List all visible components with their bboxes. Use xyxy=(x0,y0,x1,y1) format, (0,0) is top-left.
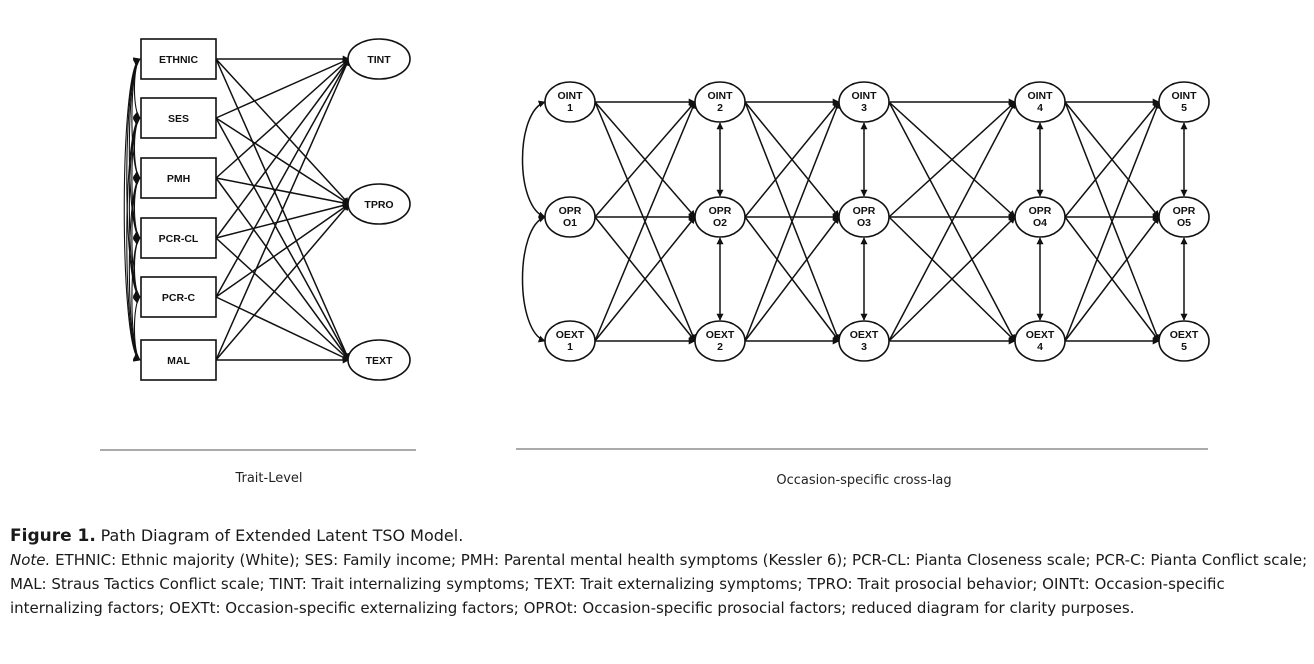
lag-oext-1-to-oint-2 xyxy=(594,101,696,342)
note-text: ETHNIC: Ethnic majority (White); SES: Fa… xyxy=(10,551,1308,617)
occasion-ellipse-opr-o5 xyxy=(1158,196,1210,238)
figure-title: Path Diagram of Extended Latent TSO Mode… xyxy=(100,526,464,545)
observed-label-ses: SES xyxy=(168,113,189,125)
latent-label-tpro: TPRO xyxy=(364,199,393,211)
path-mal-to-tpro xyxy=(215,203,350,361)
latent-label-tint: TINT xyxy=(367,54,391,66)
observed-label-pcr-c: PCR-C xyxy=(162,292,196,304)
path-ses-to-tpro xyxy=(215,117,350,205)
path-pmh-to-text xyxy=(215,177,350,361)
figure-caption: Figure 1. Path Diagram of Extended Laten… xyxy=(10,524,1310,620)
lag-opr-o2-to-oint-3 xyxy=(744,101,840,218)
occasion-ellipse-opr-o1 xyxy=(544,196,596,238)
observed-box-pcr-c xyxy=(140,276,217,318)
lag-oext-4-to-opr-o5 xyxy=(1064,216,1160,342)
correlation-pcr-c-mal xyxy=(132,296,141,361)
lag-oext-2-to-oint-3 xyxy=(744,101,840,342)
occasion-ellipse-oint-1 xyxy=(544,81,596,123)
lag-opr-o3-to-oint-4 xyxy=(888,101,1016,218)
path-pcr-c-to-tint xyxy=(215,58,350,298)
lag-oext-3-to-oint-4 xyxy=(888,101,1016,342)
observed-label-ethnic: ETHNIC xyxy=(159,54,199,66)
lag-oext-3-to-opr-o4 xyxy=(888,216,1016,342)
occasion-label: Occasion-specific cross-lag xyxy=(776,473,951,488)
observed-box-ethnic xyxy=(140,38,217,80)
trait-nodes: ETHNIC SES PMH PCR-CL PCR-C MAL TINT TPRO TEXT xyxy=(140,38,411,381)
figure-note: Note. ETHNIC: Ethnic majority (White); S… xyxy=(10,548,1310,620)
path-ses-to-text xyxy=(215,117,350,361)
path-pmh-to-tint xyxy=(215,58,350,179)
latent-label-text: TEXT xyxy=(366,355,393,367)
observed-label-mal: MAL xyxy=(167,355,190,367)
path-mal-to-tint xyxy=(215,58,350,361)
path-pmh-to-tpro xyxy=(215,177,350,207)
occasion-ellipse-oint-3 xyxy=(838,81,890,123)
observed-box-ses xyxy=(140,97,217,139)
lag-oext-4-to-oint-5 xyxy=(1064,101,1160,342)
latent-ellipse-text xyxy=(347,339,411,381)
path-pcr-cl-to-tpro xyxy=(215,202,350,239)
occasion-ellipse-opr-o4 xyxy=(1014,196,1066,238)
trait-level-panel: ETHNIC SES PMH PCR-CL PCR-C MAL TINT TPRO TEXT T… xyxy=(100,38,416,486)
path-pcr-cl-to-text xyxy=(215,237,350,361)
occasion-ellipse-oint-2 xyxy=(694,81,746,123)
lag-oext-2-to-opr-o3 xyxy=(744,216,840,342)
lag-opr-o4-to-oint-5 xyxy=(1064,101,1160,218)
latent-ellipse-tpro xyxy=(347,183,411,225)
path-pcr-c-to-text xyxy=(215,296,350,361)
note-label: Note. xyxy=(10,551,51,569)
covariance-opr-o1-oext-1 xyxy=(521,215,546,343)
occasion-ellipse-oext-3 xyxy=(838,320,890,362)
occasion-ellipse-opr-o3 xyxy=(838,196,890,238)
path-ses-to-tint xyxy=(215,58,350,119)
trait-paths xyxy=(215,55,350,364)
observed-box-pmh xyxy=(140,157,217,199)
lag-opr-o1-to-oint-2 xyxy=(594,101,696,218)
occasion-ellipse-oext-1 xyxy=(544,320,596,362)
path-pcr-cl-to-tint xyxy=(215,58,350,239)
observed-label-pcr-cl: PCR-CL xyxy=(159,233,199,245)
occasion-ellipse-oext-2 xyxy=(694,320,746,362)
figure-title-line: Figure 1. Path Diagram of Extended Laten… xyxy=(10,524,1310,548)
occasion-ellipse-oext-5 xyxy=(1158,320,1210,362)
path-pcr-c-to-tpro xyxy=(215,203,350,298)
observed-box-pcr-cl xyxy=(140,217,217,259)
latent-ellipse-tint xyxy=(347,38,411,80)
trait-correlations xyxy=(123,57,141,362)
observed-box-mal xyxy=(140,339,217,381)
occasion-ellipse-oint-4 xyxy=(1014,81,1066,123)
covariance-oint-1-opr-o1 xyxy=(521,100,546,219)
occasion-ellipse-oext-4 xyxy=(1014,320,1066,362)
lag-oext-1-to-opr-o2 xyxy=(594,216,696,342)
trait-level-label: Trait-Level xyxy=(234,471,302,486)
path-ethnic-to-tpro xyxy=(215,58,350,205)
occasion-paths xyxy=(521,98,1188,345)
occasion-ellipse-opr-o2 xyxy=(694,196,746,238)
occasion-ellipse-oint-5 xyxy=(1158,81,1210,123)
figure-label: Figure 1. xyxy=(10,526,96,546)
path-diagram: ETHNIC SES PMH PCR-CL PCR-C MAL TINT TPRO TEXT T… xyxy=(100,38,1210,488)
observed-label-pmh: PMH xyxy=(167,173,190,185)
